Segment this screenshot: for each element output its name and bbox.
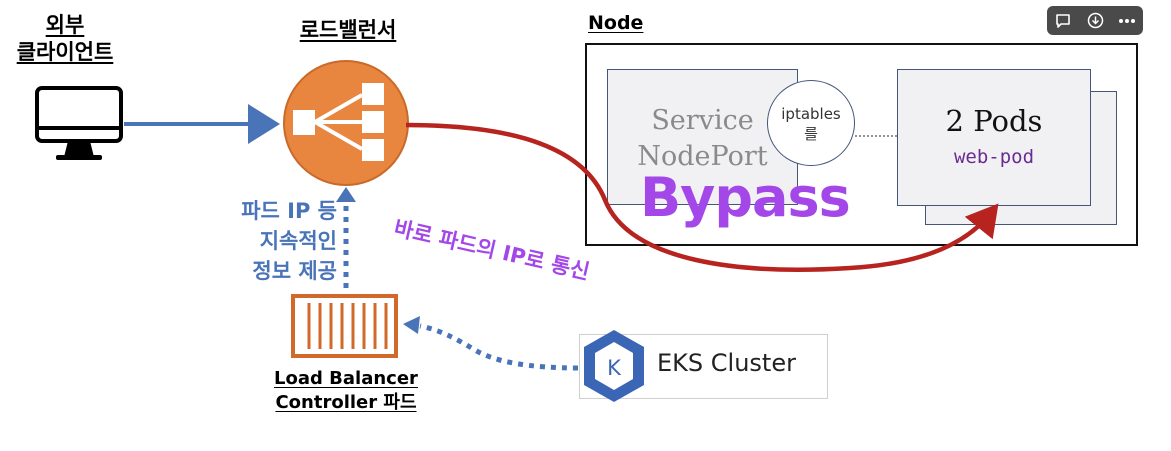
iptables-label-line1: iptables xyxy=(781,105,841,123)
info-label: 파드 IP 등 지속적인 정보 제공 xyxy=(205,196,337,286)
download-icon xyxy=(1087,12,1103,29)
iptables-circle xyxy=(767,80,855,166)
info-label-line1: 파드 IP 등 xyxy=(241,199,337,223)
monitor-icon xyxy=(35,86,123,160)
service-nodeport-label: Service NodePort xyxy=(607,103,798,175)
comment-button[interactable] xyxy=(1047,6,1079,35)
comment-icon xyxy=(1056,13,1070,28)
iptables-label-line2: 를 xyxy=(804,125,818,143)
client-title-line2: 클라이언트 xyxy=(16,40,114,64)
eks-logo-icon: K xyxy=(584,330,644,402)
load-balancer-icon xyxy=(283,60,409,186)
iptables-label: iptables 를 xyxy=(767,104,855,144)
image-toolbar xyxy=(1047,6,1143,35)
pods-count-label: 2 Pods xyxy=(945,104,1043,138)
client-title: 외부 클라이언트 xyxy=(0,12,130,66)
eks-cluster-label: EKS Cluster xyxy=(657,349,796,377)
download-button[interactable] xyxy=(1079,6,1111,35)
pod-name-label: web-pod xyxy=(953,146,1035,168)
bypass-arrow xyxy=(405,122,999,272)
info-label-line2: 지속적인 xyxy=(259,229,337,253)
controller-container-icon xyxy=(291,294,398,358)
service-label-line1: Service xyxy=(651,105,754,136)
node-title: Node xyxy=(588,12,644,34)
controller-title: Load Balancer Controller 파드 xyxy=(253,367,439,415)
eks-arrow-head xyxy=(403,316,420,334)
more-icon xyxy=(1119,18,1135,23)
controller-title-line2: Controller 파드 xyxy=(275,392,417,413)
bypass-label: Bypass xyxy=(640,166,851,229)
client-title-line1: 외부 xyxy=(45,13,85,37)
info-label-line3: 정보 제공 xyxy=(252,259,337,283)
more-button[interactable] xyxy=(1111,6,1143,35)
eks-logo-letter: K xyxy=(607,356,622,380)
controller-title-line1: Load Balancer xyxy=(274,368,418,389)
node-container xyxy=(585,43,1138,246)
info-arrow-head xyxy=(336,187,356,202)
pod-box-front xyxy=(897,69,1091,206)
load-balancer-title: 로드밸런서 xyxy=(299,18,397,42)
service-label-line2: NodePort xyxy=(637,141,768,172)
eks-to-controller-arrow xyxy=(419,323,579,371)
service-nodeport-box xyxy=(607,69,798,205)
